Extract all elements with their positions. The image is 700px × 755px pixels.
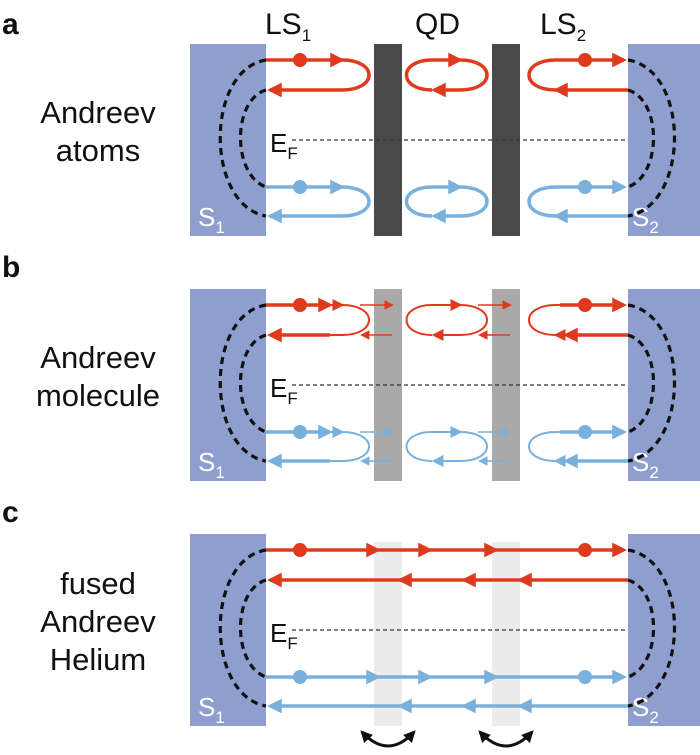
path-qd-turn-right bbox=[459, 304, 488, 336]
s2-label-main: S bbox=[632, 202, 649, 232]
andreev-arc-left-inner bbox=[239, 333, 267, 434]
electron-dot-right bbox=[578, 543, 592, 557]
andreev-arc-left-outer bbox=[218, 548, 267, 708]
fermi-label-sub: F bbox=[287, 144, 297, 163]
panel-letter: b bbox=[2, 251, 20, 284]
s2-label: S2 bbox=[632, 692, 659, 727]
path-right-turn bbox=[527, 58, 557, 92]
path-right-turn bbox=[528, 431, 557, 462]
s2-block bbox=[628, 534, 700, 726]
path-qd-turn-right bbox=[459, 431, 488, 462]
s1-label-sub: 1 bbox=[215, 708, 224, 727]
path-qd-turn-left bbox=[405, 304, 433, 336]
side-label-line: fused bbox=[60, 566, 136, 601]
s1-label-sub: 1 bbox=[215, 463, 224, 482]
s1-block bbox=[190, 289, 266, 481]
andreev-arc-right-inner bbox=[627, 88, 655, 189]
fermi-label: EF bbox=[270, 128, 298, 163]
hole-dot-right bbox=[578, 670, 592, 684]
panel-letter: a bbox=[2, 8, 19, 41]
andreev-arc-right-outer bbox=[627, 548, 676, 708]
andreev-arc-left-inner bbox=[239, 578, 267, 679]
fermi-label-main: E bbox=[270, 128, 287, 158]
electron-dot-right bbox=[578, 53, 592, 67]
s1-label: S1 bbox=[198, 202, 225, 237]
hole-dot-left bbox=[293, 670, 307, 684]
path-qd-turn-left bbox=[404, 185, 433, 218]
s2-label-sub: 2 bbox=[649, 463, 658, 482]
andreev-arc-left-inner bbox=[239, 88, 267, 189]
fermi-label-sub: F bbox=[287, 389, 297, 408]
s2-label-sub: 2 bbox=[649, 218, 658, 237]
andreev-arc-right-outer bbox=[627, 58, 676, 218]
path-left-turn bbox=[341, 304, 370, 336]
fermi-label: EF bbox=[270, 373, 298, 408]
s1-label-main: S bbox=[198, 202, 215, 232]
side-label-line: atoms bbox=[56, 133, 140, 168]
swap-arrow-right bbox=[478, 730, 534, 748]
andreev-arc-right-inner bbox=[627, 578, 655, 679]
fermi-label: EF bbox=[270, 618, 298, 653]
path-qd-turn-right bbox=[459, 58, 489, 92]
path-qd-turn-left bbox=[404, 58, 433, 92]
s2-label-main: S bbox=[632, 692, 649, 722]
andreev-arc-right-outer bbox=[627, 303, 676, 463]
path-right-turn bbox=[528, 304, 557, 336]
hole-dot-left bbox=[293, 425, 307, 439]
s1-block bbox=[190, 44, 266, 236]
side-label-line: Andreev bbox=[40, 95, 156, 130]
fermi-label-main: E bbox=[270, 373, 287, 403]
hole-dot-left bbox=[293, 180, 307, 194]
electron-dot-left bbox=[293, 298, 307, 312]
s1-block bbox=[190, 534, 266, 726]
s1-label-main: S bbox=[198, 447, 215, 477]
s2-block bbox=[628, 44, 700, 236]
s2-label: S2 bbox=[632, 447, 659, 482]
andreev-arc-right-inner bbox=[627, 333, 655, 434]
side-label-line: molecule bbox=[36, 378, 160, 413]
electron-dot-left bbox=[293, 543, 307, 557]
electron-dot-right bbox=[578, 298, 592, 312]
path-left-turn bbox=[341, 431, 370, 462]
path-qd-turn-right bbox=[459, 185, 489, 218]
fermi-label-sub: F bbox=[287, 634, 297, 653]
s1-label: S1 bbox=[198, 447, 225, 482]
hole-dot-right bbox=[578, 180, 592, 194]
side-label-line: Andreev bbox=[40, 340, 156, 375]
path-qd-turn-left bbox=[405, 431, 433, 462]
andreev-arc-left-outer bbox=[218, 58, 267, 218]
qd-label: QD bbox=[415, 8, 460, 41]
s1-label: S1 bbox=[198, 692, 225, 727]
s1-label-main: S bbox=[198, 692, 215, 722]
electron-dot-left bbox=[293, 53, 307, 67]
hole-dot-right bbox=[578, 425, 592, 439]
path-left-turn bbox=[341, 58, 371, 92]
panel-letter: c bbox=[2, 496, 19, 529]
fermi-label-main: E bbox=[270, 618, 287, 648]
path-left-turn bbox=[341, 185, 371, 218]
ls2-label: LS2 bbox=[540, 8, 586, 45]
barrier-right bbox=[492, 542, 520, 726]
path-right-turn bbox=[527, 185, 557, 218]
barrier-left bbox=[374, 542, 402, 726]
side-label-line: Andreev bbox=[40, 604, 156, 639]
s2-block bbox=[628, 289, 700, 481]
s2-label-main: S bbox=[632, 447, 649, 477]
ls1-label: LS1 bbox=[265, 8, 311, 45]
s2-label-sub: 2 bbox=[649, 708, 658, 727]
side-label-line: Helium bbox=[50, 642, 146, 677]
s2-label: S2 bbox=[632, 202, 659, 237]
andreev-arc-left-outer bbox=[218, 303, 267, 463]
s1-label-sub: 1 bbox=[215, 218, 224, 237]
swap-arrow-left bbox=[360, 730, 416, 748]
